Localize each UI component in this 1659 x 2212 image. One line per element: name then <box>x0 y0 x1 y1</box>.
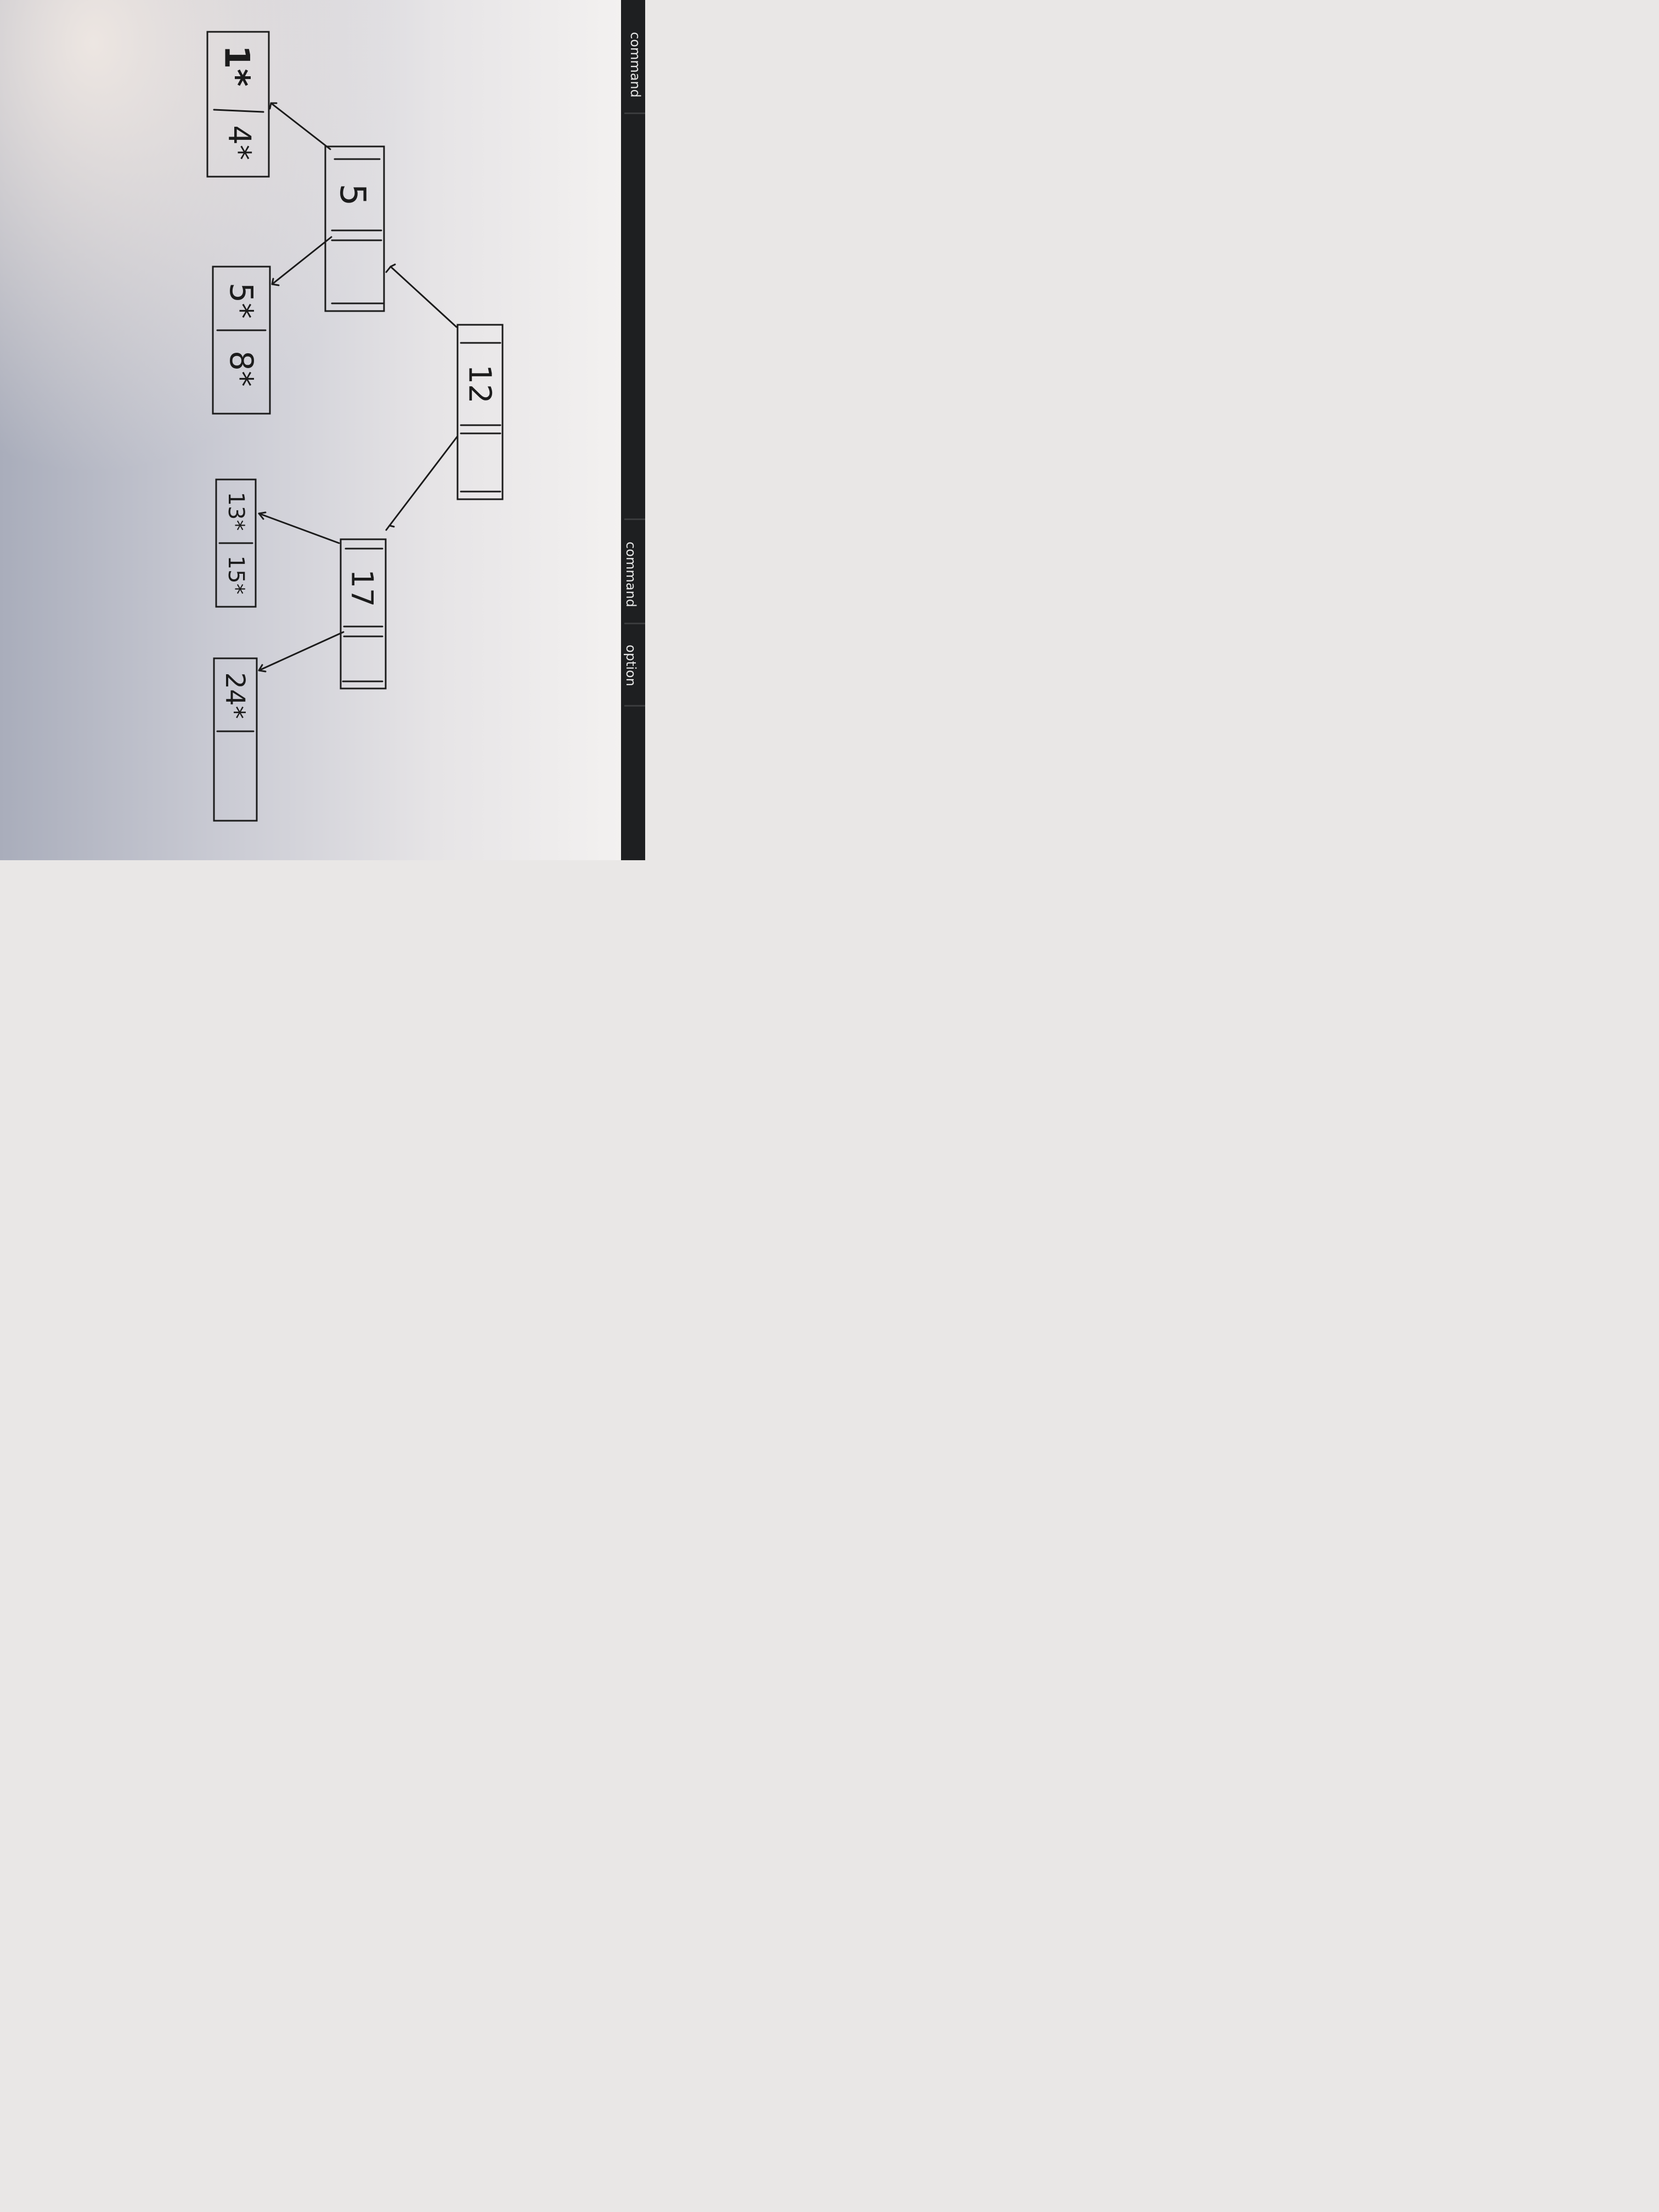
edge-root-to-right <box>385 435 459 531</box>
leaf-2-entry-2: 8* <box>223 351 260 387</box>
edge-root-to-left <box>385 263 458 328</box>
internal-left-key: 5 <box>332 184 373 206</box>
leaf-node-2 <box>212 266 271 415</box>
paper-sheet: 12 5 17 1* 4* 5* 8* 13* 15* 24* <box>0 0 621 860</box>
root-key: 12 <box>462 364 498 403</box>
internal-node-left <box>324 145 385 312</box>
key-separator <box>624 623 645 624</box>
leaf-node-3 <box>215 478 257 608</box>
leaf-2-entry-1: 5* <box>223 283 260 319</box>
leaf-3-entry-2: 15* <box>223 556 249 595</box>
leaf-node-4 <box>213 657 258 822</box>
leaf-3-entry-1: 13* <box>223 492 249 531</box>
keyboard-edge <box>621 0 645 860</box>
leaf-4-entry-1: 24* <box>219 672 250 719</box>
key-separator <box>624 518 645 520</box>
root-node <box>456 324 504 500</box>
command-key: command <box>623 541 639 607</box>
command-key: command <box>628 32 643 98</box>
edge-left-to-leaf2 <box>271 236 332 286</box>
internal-right-key: 17 <box>345 569 380 607</box>
key-separator <box>624 112 645 114</box>
leaf-1-entry-1: 1* <box>217 45 257 87</box>
leaf-node-1 <box>206 31 270 178</box>
leaf-1-entry-2: 4* <box>222 125 257 160</box>
edge-right-to-leaf3 <box>258 511 340 544</box>
edge-right-to-leaf4 <box>258 631 345 673</box>
option-key: option <box>623 645 639 686</box>
internal-node-right <box>340 538 387 690</box>
key-separator <box>624 705 645 707</box>
edge-left-to-leaf1 <box>269 102 331 150</box>
